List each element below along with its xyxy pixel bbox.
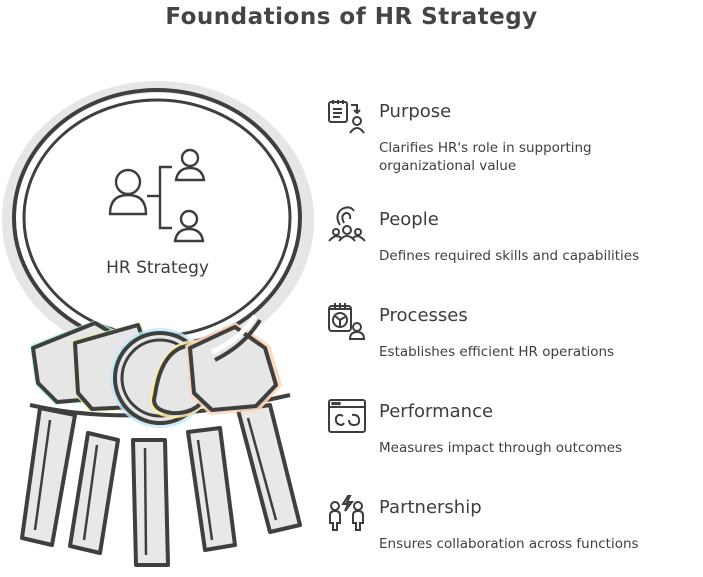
item-heading: Partnership bbox=[379, 497, 482, 518]
center-label: HR Strategy bbox=[106, 258, 209, 278]
two-people-spark-icon bbox=[329, 495, 364, 531]
item-heading: Performance bbox=[379, 401, 494, 422]
item-description: Defines required skills and capabilities bbox=[379, 248, 640, 264]
calendar-chart-person-icon bbox=[328, 303, 366, 340]
item-description: Measures impact through outcomes bbox=[379, 440, 623, 456]
item-heading: People bbox=[379, 209, 439, 230]
item-heading: Processes bbox=[379, 305, 468, 326]
item-description: Establishes efficient HR operations bbox=[379, 344, 615, 360]
item-description: Clarifies HR's role in supporting organi… bbox=[379, 140, 592, 174]
item-description: Ensures collaboration across functions bbox=[379, 536, 639, 552]
browser-gauge-icon bbox=[328, 399, 366, 433]
key-ring-illustration bbox=[2, 81, 314, 567]
clipboard-person-icon bbox=[328, 100, 365, 134]
org-chart-people-icon bbox=[108, 148, 206, 243]
team-group-icon bbox=[328, 206, 366, 242]
diagram-title: Foundations of HR Strategy bbox=[165, 4, 538, 30]
item-heading: Purpose bbox=[379, 101, 452, 122]
